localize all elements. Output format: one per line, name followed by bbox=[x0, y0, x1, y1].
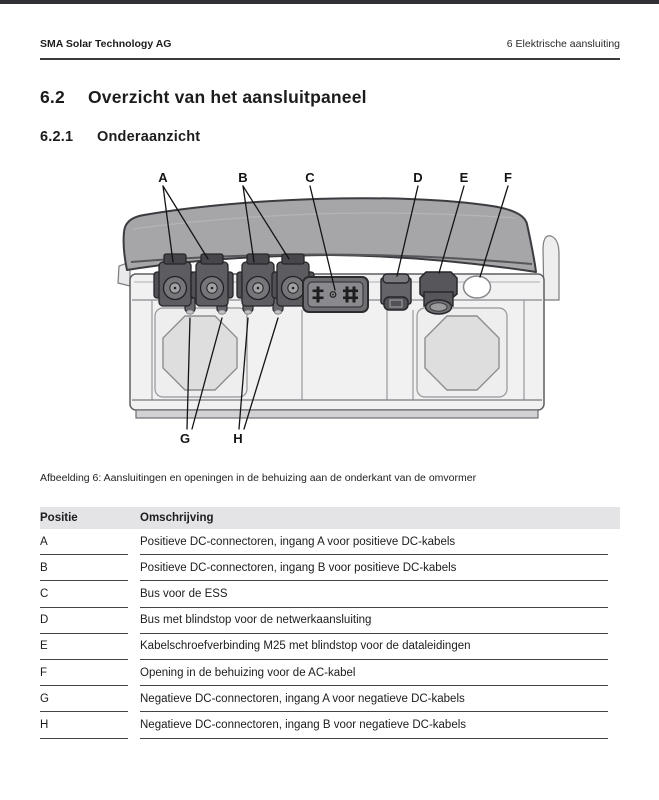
leader-c bbox=[309, 185, 336, 291]
leader-g2 bbox=[191, 317, 223, 430]
leader-g1 bbox=[186, 317, 191, 430]
dc-connector bbox=[236, 253, 280, 307]
position-cell: E bbox=[40, 634, 128, 660]
figure-label-h: H bbox=[233, 431, 242, 446]
subsection-heading: 6.2.1 Onderaanzicht bbox=[40, 129, 200, 145]
header-rule bbox=[40, 58, 620, 60]
subsection-number: 6.2.1 bbox=[40, 129, 74, 145]
table-row: C Bus voor de ESS bbox=[40, 581, 608, 608]
section-heading: 6.2 Overzicht van het aansluitpaneel bbox=[40, 87, 367, 108]
figure-caption: Afbeelding 6: Aansluitingen en openingen… bbox=[40, 472, 477, 484]
page-top-bar bbox=[0, 0, 659, 4]
figure-label-c: C bbox=[305, 170, 315, 185]
table-row: H Negatieve DC-connectoren, ingang B voor… bbox=[40, 712, 608, 739]
lid-highlight bbox=[132, 212, 517, 230]
description-cell: Opening in de behuizing voor de AC-kabel bbox=[140, 660, 608, 687]
figure-label-g: G bbox=[180, 431, 190, 446]
leader-h1 bbox=[238, 317, 249, 430]
position-cell: G bbox=[40, 686, 128, 713]
left-knockout-octagon bbox=[162, 315, 238, 391]
leader-a1 bbox=[162, 185, 174, 263]
table-row: G Negatieve DC-connectoren, ingang A voor… bbox=[40, 686, 608, 713]
leader-f bbox=[479, 185, 509, 278]
leader-d bbox=[396, 185, 419, 277]
column-header-omschrijving: Omschrijving bbox=[140, 512, 214, 524]
section-title: Overzicht van het aansluitpaneel bbox=[88, 87, 367, 107]
leader-e bbox=[438, 185, 465, 274]
figure-label-b: B bbox=[238, 170, 247, 185]
cable-gland-m25 bbox=[419, 271, 458, 315]
table-head: Positie Omschrijving bbox=[40, 507, 608, 529]
position-cell: A bbox=[40, 529, 128, 556]
position-cell: D bbox=[40, 608, 128, 634]
network-bus-plug bbox=[380, 273, 412, 311]
table-row: D Bus met blindstop voor de netwerkaanslu… bbox=[40, 608, 608, 634]
table-row: F Opening in de behuizing voor de AC-kabe… bbox=[40, 660, 608, 687]
leader-lines bbox=[162, 185, 509, 430]
leader-h2 bbox=[243, 317, 279, 430]
description-cell: Negatieve DC-connectoren, ingang B voor … bbox=[140, 712, 608, 739]
leader-b2 bbox=[242, 185, 290, 260]
dc-connector bbox=[190, 253, 234, 307]
ac-cable-opening bbox=[462, 275, 492, 299]
table-header-row: Positie Omschrijving bbox=[40, 507, 608, 529]
description-cell: Bus voor de ESS bbox=[140, 581, 608, 608]
connector-table: Positie Omschrijving A Positieve DC-conne… bbox=[28, 507, 620, 739]
description-cell: Positieve DC-connectoren, ingang A voor … bbox=[140, 529, 608, 556]
description-cell: Kabelschroefverbinding M25 met blindstop… bbox=[140, 634, 608, 660]
description-cell: Positieve DC-connectoren, ingang B voor … bbox=[140, 555, 608, 582]
figure-label-e: E bbox=[460, 170, 469, 185]
base-strip bbox=[135, 409, 539, 419]
figure-label-f: F bbox=[504, 170, 512, 185]
right-knockout-octagon bbox=[424, 315, 500, 391]
position-cell: B bbox=[40, 555, 128, 582]
position-cell: C bbox=[40, 581, 128, 608]
housing-seams bbox=[151, 300, 525, 400]
position-cell: F bbox=[40, 660, 128, 687]
figure-label-a: A bbox=[158, 170, 168, 185]
table-body: A Positieve DC-connectoren, ingang A voor… bbox=[40, 529, 608, 739]
subsection-title: Onderaanzicht bbox=[97, 129, 201, 145]
leader-b1 bbox=[242, 185, 255, 263]
description-cell: Bus met blindstop voor de netwerkaanslui… bbox=[140, 608, 608, 634]
table-row: E Kabelschroefverbinding M25 met blindsto… bbox=[40, 634, 608, 660]
figure-label-d: D bbox=[413, 170, 422, 185]
running-header: SMA Solar Technology AG 6 Elektrische aa… bbox=[40, 38, 620, 50]
position-cell: H bbox=[40, 712, 128, 739]
table-row: A Positieve DC-connectoren, ingang A voor… bbox=[40, 529, 608, 556]
leader-a2 bbox=[162, 185, 209, 260]
running-header-chapter: 6 Elektrische aansluiting bbox=[506, 38, 620, 50]
figure-labels: A B C D E F G H bbox=[158, 170, 512, 446]
housing-right-fin bbox=[542, 235, 560, 301]
ess-bus-symbols bbox=[312, 286, 358, 303]
column-header-positie: Positie bbox=[40, 512, 78, 524]
section-number: 6.2 bbox=[40, 87, 65, 107]
description-cell: Negatieve DC-connectoren, ingang A voor … bbox=[140, 686, 608, 713]
ess-bus bbox=[302, 276, 369, 313]
table-header-band bbox=[40, 507, 620, 529]
inverter-bottom-view-figure: A B C D E F G H bbox=[117, 170, 560, 446]
table-row: B Positieve DC-connectoren, ingang B voor… bbox=[40, 555, 608, 582]
running-header-company: SMA Solar Technology AG bbox=[40, 38, 172, 50]
fittings bbox=[153, 253, 492, 315]
